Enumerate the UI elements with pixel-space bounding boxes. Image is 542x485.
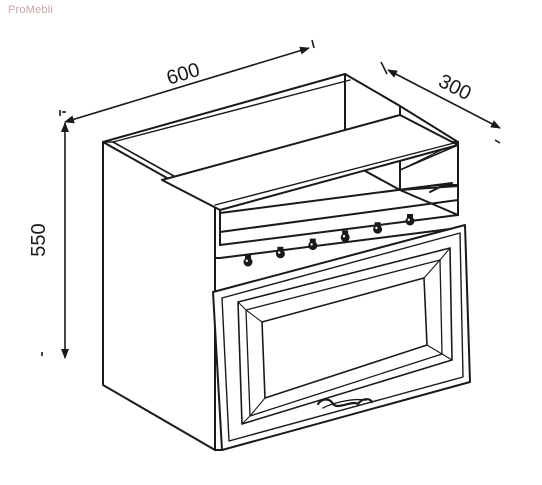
knob (243, 255, 253, 267)
knob (340, 230, 350, 242)
knobs-group (243, 214, 415, 267)
dimension-width-line (64, 46, 310, 124)
knob-rail (214, 214, 459, 259)
dimension-depth-label: 300 (435, 70, 475, 105)
dimension-width (62, 39, 315, 124)
upper-shelf (161, 114, 459, 246)
dimension-height (41, 110, 69, 359)
front-door (212, 224, 471, 451)
dimension-depth (380, 61, 501, 144)
watermark-logo: ProMebli (8, 4, 54, 16)
dimension-depth-line (387, 69, 501, 129)
dimension-height-label: 550 (28, 223, 50, 256)
dimension-width-label: 600 (164, 59, 202, 90)
knob (373, 222, 383, 234)
door-handle (316, 398, 374, 409)
door-raised-panel (237, 247, 453, 425)
knob (405, 214, 415, 226)
knob (308, 238, 318, 251)
knob (275, 246, 285, 259)
